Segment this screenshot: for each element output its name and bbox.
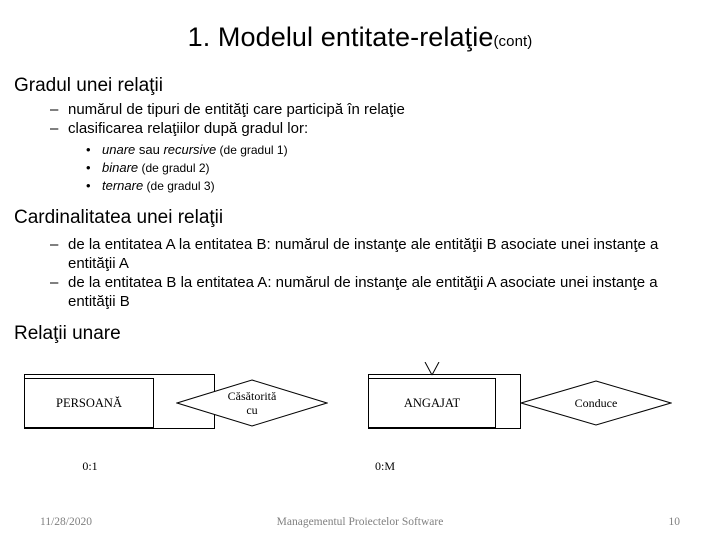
section-heading-relatii-unare: Relaţii unare: [14, 323, 121, 344]
connector-relationship2-left-vert-top: [520, 374, 521, 403]
bullet-cardinalitate-2-text: de la entitatea B la entitatea A: număru…: [68, 274, 658, 310]
dash-marker: –: [50, 101, 59, 118]
connector-angajat-to-relationship-top: [496, 374, 520, 375]
connector-relationship-left-vert-bottom: [214, 403, 215, 429]
relationship-conduce-label: Conduce: [574, 396, 618, 410]
bullet-marker: •: [86, 142, 91, 157]
subbullet-ternare: • ternare (de gradul 3): [86, 177, 706, 195]
term-ternare: ternare: [102, 178, 144, 193]
footer-page-number: 10: [668, 516, 681, 528]
dash-marker: –: [50, 274, 59, 291]
footer-course-name: Managementul Proiectelor Software: [276, 516, 444, 528]
subbullet-binare: • binare (de gradul 2): [86, 159, 706, 177]
connector-angajat-left: [368, 374, 369, 378]
grad-1-note: (de gradul 1): [216, 143, 288, 157]
connector-persoana-top: [24, 374, 154, 375]
dash-marker: –: [50, 236, 59, 253]
relationship1-line2: cu: [246, 403, 258, 417]
bullet-cardinalitate-2: – de la entitatea B la entitatea A: numă…: [50, 273, 706, 311]
connector-angajat-to-relationship-bottom: [496, 428, 520, 429]
entity-angajat-label: ANGAJAT: [403, 395, 461, 410]
entity-persoana-label: PERSOANĂ: [56, 395, 122, 410]
page-title: 1. Modelul entitate-relaţie(cont): [0, 22, 720, 53]
relationship1-line1: Căsătorită: [227, 389, 277, 403]
diamond-shape-icon: [520, 380, 672, 426]
entity-angajat: ANGAJAT: [368, 378, 496, 428]
conj-sau: sau: [135, 142, 164, 157]
section-heading-gradul: Gradul unei relaţii: [14, 75, 163, 96]
connector-persoana-left: [24, 374, 25, 378]
subbullet-binare-text: binare (de gradul 2): [102, 159, 706, 177]
section-heading-cardinalitate: Cardinalitatea unei relaţii: [14, 207, 224, 228]
connector-relationship-left-vert-top: [214, 374, 215, 403]
connector-persoana-to-relationship-top: [154, 374, 214, 375]
cardinality-label-0m: 0:M: [374, 459, 395, 473]
cardinality-label-01: 0:1: [82, 459, 98, 473]
arrow-head-icon: [424, 362, 440, 376]
dash-marker: –: [50, 120, 59, 137]
bullet-gradul-1: – numărul de tipuri de entităţi care par…: [50, 100, 706, 119]
term-binare: binare: [102, 160, 139, 175]
bullet-gradul-1-text: numărul de tipuri de entităţi care parti…: [68, 101, 405, 118]
bullet-cardinalitate-1: – de la entitatea A la entitatea B: numă…: [50, 235, 706, 273]
connector-relationship2-left-vert-bottom: [520, 403, 521, 429]
connector-persoana-bottom: [24, 428, 154, 429]
diamond-shape-icon: [176, 379, 328, 427]
title-main-text: 1. Modelul entitate-relaţie: [187, 22, 494, 52]
entity-persoana: PERSOANĂ: [24, 378, 154, 428]
bullet-cardinalitate-1-text: de la entitatea A la entitatea B: număru…: [68, 236, 659, 272]
subbullet-unare: • unare sau recursive (de gradul 1): [86, 141, 706, 159]
footer-date: 11/28/2020: [40, 516, 92, 528]
connector-angajat-bottom: [368, 428, 496, 429]
bullet-gradul-2-text: clasificarea relaţiilor după gradul lor:: [68, 120, 309, 137]
title-cont-text: (cont): [493, 33, 533, 50]
subbullet-unare-text: unare sau recursive (de gradul 1): [102, 141, 706, 159]
slide-body: Gradul unei relaţii – numărul de tipuri …: [14, 74, 706, 348]
term-recursive: recursive: [163, 142, 217, 157]
grad-2-note: (de gradul 2): [138, 161, 210, 175]
grad-3-note: (de gradul 3): [143, 179, 215, 193]
connector-persoana-to-relationship-bottom: [154, 428, 214, 429]
bullet-gradul-2: – clasificarea relaţiilor după gradul lo…: [50, 119, 706, 138]
relationship-conduce: Conduce: [520, 380, 672, 426]
term-unare: unare: [102, 142, 136, 157]
bullet-marker: •: [86, 160, 91, 175]
bullet-marker: •: [86, 178, 91, 193]
subbullet-ternare-text: ternare (de gradul 3): [102, 177, 706, 195]
